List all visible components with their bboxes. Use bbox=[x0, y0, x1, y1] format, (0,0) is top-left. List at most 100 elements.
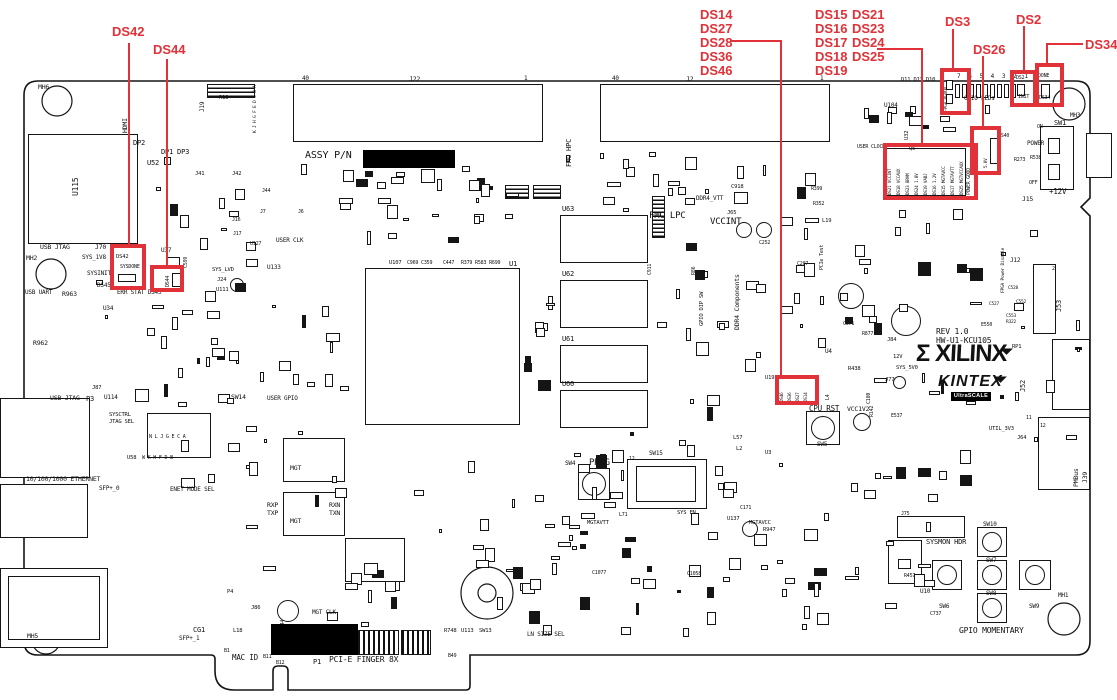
component-pad bbox=[196, 357, 200, 365]
component-pad bbox=[300, 163, 308, 176]
callout-ds23: DS23 bbox=[852, 21, 885, 36]
silkscreen-label: MH2 bbox=[26, 254, 38, 262]
component-pad bbox=[355, 179, 369, 188]
component-pad bbox=[776, 560, 783, 564]
silkscreen-label: J17 bbox=[233, 231, 242, 237]
component-pad bbox=[869, 114, 880, 123]
leader-ds25-v bbox=[921, 48, 923, 145]
component-pad bbox=[1029, 229, 1038, 238]
fmc-lpc-pin-strip bbox=[652, 196, 665, 238]
component-pad bbox=[737, 166, 744, 180]
silkscreen-label: R538 bbox=[1030, 155, 1042, 161]
component-pad bbox=[678, 187, 686, 195]
component-pad bbox=[207, 473, 216, 483]
component-pad bbox=[624, 537, 637, 543]
pcie-gold-fingers-b bbox=[401, 630, 431, 655]
silkscreen-label: L4 bbox=[825, 394, 831, 400]
component-pad bbox=[342, 169, 354, 183]
silkscreen-label: J12 bbox=[1010, 257, 1021, 264]
silkscreen-label: U113 bbox=[461, 628, 474, 634]
silkscreen-label: U111 bbox=[216, 287, 229, 293]
component-pad bbox=[706, 587, 714, 599]
silkscreen-label: MH3 bbox=[1070, 112, 1081, 119]
component-pad bbox=[479, 519, 490, 532]
leader-ds42 bbox=[128, 43, 130, 246]
silkscreen-label: C528 bbox=[1008, 286, 1019, 291]
silkscreen-label: C180 bbox=[866, 392, 872, 404]
component-pad bbox=[219, 198, 226, 210]
silkscreen-label: SW14 bbox=[231, 393, 246, 401]
component-pad bbox=[227, 442, 240, 453]
component-pad bbox=[685, 157, 698, 170]
component-pad bbox=[690, 399, 695, 405]
silkscreen-label: SFP+_1 bbox=[179, 635, 200, 642]
component-pad bbox=[205, 357, 210, 367]
component-pad bbox=[734, 191, 749, 204]
silkscreen-label: R457 bbox=[904, 573, 916, 579]
component-pad bbox=[923, 580, 936, 588]
gpio-led bbox=[990, 84, 995, 98]
power-switch-sw1 bbox=[1040, 126, 1074, 190]
component-pad bbox=[863, 489, 876, 500]
component-pad bbox=[761, 565, 769, 571]
fpga-u1 bbox=[365, 268, 520, 425]
component-pad bbox=[687, 444, 695, 457]
component-pad bbox=[377, 198, 391, 204]
leader-ds44 bbox=[166, 59, 168, 267]
component-pad bbox=[543, 625, 552, 635]
ddr4-chip-u61 bbox=[560, 345, 648, 383]
pushbutton-sw6-cap bbox=[937, 565, 957, 585]
silkscreen-label: DDR4 Components bbox=[733, 274, 741, 330]
component-pad bbox=[104, 315, 109, 320]
silkscreen-label: C252 bbox=[759, 240, 771, 246]
component-pad bbox=[367, 589, 373, 603]
silkscreen-label: SW8 bbox=[986, 590, 997, 597]
component-pad bbox=[630, 432, 635, 437]
component-pad bbox=[546, 302, 555, 307]
component-pad bbox=[1000, 251, 1006, 256]
component-pad bbox=[940, 380, 944, 394]
component-pad bbox=[921, 373, 926, 384]
silkscreen-label: J42 bbox=[232, 171, 242, 177]
component-pad bbox=[706, 611, 717, 625]
silkscreen-label: ERR STAT DS43 bbox=[117, 289, 162, 296]
silkscreen-label: C969 C359 bbox=[407, 260, 433, 266]
silkscreen-label: L18 bbox=[233, 628, 243, 634]
sysctrl-header-block bbox=[147, 413, 211, 458]
component-pad bbox=[246, 258, 258, 268]
component-pad bbox=[403, 217, 410, 222]
chip-u115 bbox=[28, 134, 138, 244]
silkscreen-label: 12 bbox=[1040, 423, 1046, 429]
component-pad bbox=[1015, 392, 1020, 401]
cap-can-3 bbox=[853, 413, 871, 431]
silkscreen-label: R379 R583 R699 bbox=[461, 260, 501, 266]
leader-ds25-h bbox=[877, 48, 923, 50]
silkscreen-label: 11 bbox=[1026, 415, 1032, 421]
component-pad bbox=[557, 541, 572, 547]
component-pad bbox=[805, 172, 817, 187]
silkscreen-label: R962 bbox=[33, 339, 48, 347]
silkscreen-label: POWER bbox=[1027, 140, 1045, 147]
silkscreen-label: R86 bbox=[691, 266, 697, 275]
component-pad bbox=[579, 544, 587, 550]
silkscreen-label: MGT bbox=[290, 517, 302, 525]
silkscreen-label: 10/100/1000 ETHERNET bbox=[26, 475, 101, 483]
component-pad bbox=[953, 209, 964, 220]
ddr4-chip-u62 bbox=[560, 280, 648, 328]
silkscreen-label: J39 bbox=[1081, 471, 1089, 483]
component-pad bbox=[344, 583, 358, 590]
silkscreen-label: C918 bbox=[731, 184, 744, 190]
silkscreen-label: PCIe Test bbox=[819, 244, 825, 270]
leader-ds34-v bbox=[1046, 43, 1048, 65]
component-pad bbox=[364, 562, 379, 576]
component-pad bbox=[631, 577, 640, 585]
component-pad bbox=[263, 565, 277, 572]
component-pad bbox=[925, 521, 932, 532]
gpio-led bbox=[955, 84, 960, 98]
leader-ds28-h bbox=[731, 40, 782, 42]
component-pad bbox=[390, 596, 397, 610]
component-pad bbox=[151, 305, 164, 309]
component-pad bbox=[682, 628, 690, 637]
silkscreen-label: MGT CLK bbox=[312, 609, 336, 616]
component-pad bbox=[643, 578, 656, 589]
